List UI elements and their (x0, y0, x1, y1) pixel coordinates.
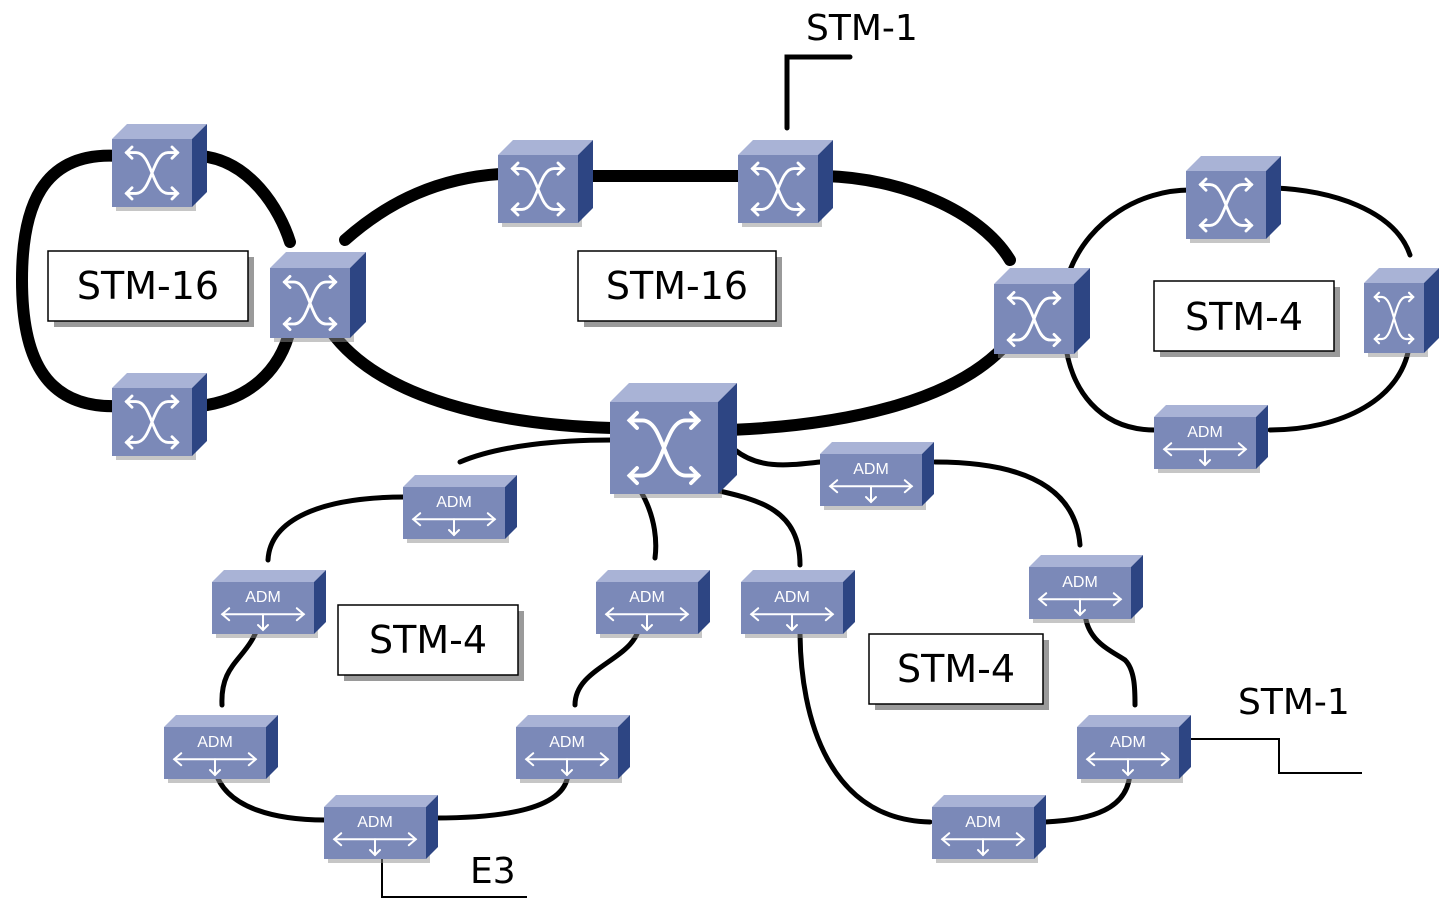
cross-connect-icon (124, 394, 180, 450)
right-stm4-ring-link (1062, 337, 1158, 433)
tributary-link-right-stm1 (1190, 738, 1362, 774)
adm-icon (940, 832, 1026, 857)
adm-bl-right-lower[interactable]: ADM (516, 715, 630, 783)
cross-connect-icon (1373, 291, 1415, 345)
left-stm16-ring-link (15, 149, 126, 413)
adm-right-ring-bottom[interactable]: ADM (1154, 405, 1268, 473)
adm-br-right-upper[interactable]: ADM (1029, 555, 1143, 623)
adm-label: ADM (549, 734, 585, 751)
adm-icon (604, 607, 690, 632)
right-stm4-ring-link (1067, 187, 1193, 273)
cross-connect-icon (282, 274, 338, 332)
cross-connect-icon (124, 145, 180, 201)
adm-bl-top[interactable]: ADM (403, 475, 517, 543)
bottom-right-stm4-ring-link (712, 487, 803, 568)
right-stm4-ring-link (1272, 185, 1413, 258)
cross-connect-icon (626, 410, 702, 486)
adm-br-bottom[interactable]: ADM (932, 795, 1046, 863)
adm-label: ADM (197, 734, 233, 751)
main-stm16-ring-link (339, 168, 506, 246)
ring-label-text: STM-4 (1185, 295, 1303, 339)
bottom-left-stm4-ring-link (457, 437, 615, 465)
ring-label-text: STM-4 (897, 647, 1015, 691)
cross-connect-left-top[interactable] (112, 124, 207, 211)
adm-icon (524, 752, 610, 777)
adm-br-right-lower[interactable]: ADM (1077, 715, 1191, 783)
adm-br-top[interactable]: ADM (820, 442, 934, 510)
cross-connect-main-top-left[interactable] (498, 140, 593, 227)
tributary-label-e3: E3 (470, 851, 516, 892)
adm-label: ADM (853, 461, 889, 478)
adm-label: ADM (1110, 734, 1146, 751)
right-stm4-ring-link (1267, 337, 1413, 433)
bottom-right-stm4-ring-link (732, 447, 823, 468)
adm-bl-left-lower[interactable]: ADM (164, 715, 278, 783)
adm-icon (749, 607, 835, 632)
adm-label: ADM (1187, 424, 1223, 441)
adm-icon (1037, 592, 1123, 617)
adm-label: ADM (1062, 574, 1098, 591)
links (15, 54, 1413, 898)
adm-label: ADM (436, 494, 472, 511)
ring-label-text: STM-16 (77, 264, 219, 308)
adm-icon (828, 479, 914, 504)
cross-connect-icon (750, 161, 806, 217)
cross-connect-right-junction[interactable] (994, 268, 1090, 358)
ring-label-main-stm16: STM-16 (577, 250, 782, 327)
ring-label-text: STM-4 (369, 618, 487, 662)
cross-connect-center-hub[interactable] (610, 383, 737, 498)
devices: ADM ADM ADM ADM ADM ADM ADM ADM ADM ADM ADM ADM (112, 124, 1439, 863)
tributary-label-top-stm1: STM-1 (806, 8, 918, 49)
bottom-left-stm4-ring-link (265, 494, 408, 563)
main-stm16-ring-link (724, 334, 1016, 436)
adm-bl-right-upper[interactable]: ADM (596, 570, 710, 638)
tributary-link-e3 (381, 852, 527, 898)
adm-label: ADM (357, 814, 393, 831)
cross-connect-main-top-right[interactable] (738, 140, 833, 227)
cross-connect-left-bottom[interactable] (112, 373, 207, 460)
adm-br-left[interactable]: ADM (741, 570, 855, 638)
ring-labels: STM-16 STM-16 STM-4 STM-4 STM-4 (47, 250, 1340, 710)
adm-icon (332, 832, 418, 857)
adm-label: ADM (629, 589, 665, 606)
cross-connect-icon (1006, 290, 1062, 348)
cross-connect-right-edge[interactable] (1364, 268, 1439, 357)
ring-label-bottom-left-stm4: STM-4 (337, 604, 524, 681)
adm-bl-bottom[interactable]: ADM (324, 795, 438, 863)
tributary-label-right-stm1: STM-1 (1238, 682, 1350, 723)
adm-label: ADM (774, 589, 810, 606)
cross-connect-icon (510, 161, 566, 217)
ring-label-right-stm4: STM-4 (1153, 280, 1340, 357)
main-stm16-ring-link (819, 170, 1016, 266)
ring-label-left-stm16: STM-16 (47, 250, 254, 327)
ring-label-bottom-right-stm4: STM-4 (868, 633, 1049, 710)
adm-icon (1085, 752, 1171, 777)
bottom-right-stm4-ring-link (1082, 607, 1138, 708)
adm-icon (220, 607, 306, 632)
ring-label-text: STM-16 (606, 264, 748, 308)
main-stm16-ring-link (324, 324, 618, 434)
adm-label: ADM (245, 589, 281, 606)
bottom-right-stm4-ring-link (797, 627, 933, 825)
adm-icon (1162, 442, 1248, 467)
tributary-link-top-stm1 (784, 54, 853, 131)
adm-icon (411, 512, 497, 537)
adm-bl-left-upper[interactable]: ADM (212, 570, 326, 638)
cross-connect-right-top[interactable] (1186, 156, 1281, 243)
bottom-right-stm4-ring-link (932, 459, 1083, 548)
adm-label: ADM (965, 814, 1001, 831)
left-stm16-ring-link (194, 150, 296, 248)
adm-icon (172, 752, 258, 777)
left-stm16-ring-link (194, 324, 296, 412)
cross-connect-icon (1198, 177, 1254, 233)
cross-connect-left-junction[interactable] (270, 252, 366, 342)
tributary-labels: STM-1 STM-1 E3 (470, 8, 1350, 892)
